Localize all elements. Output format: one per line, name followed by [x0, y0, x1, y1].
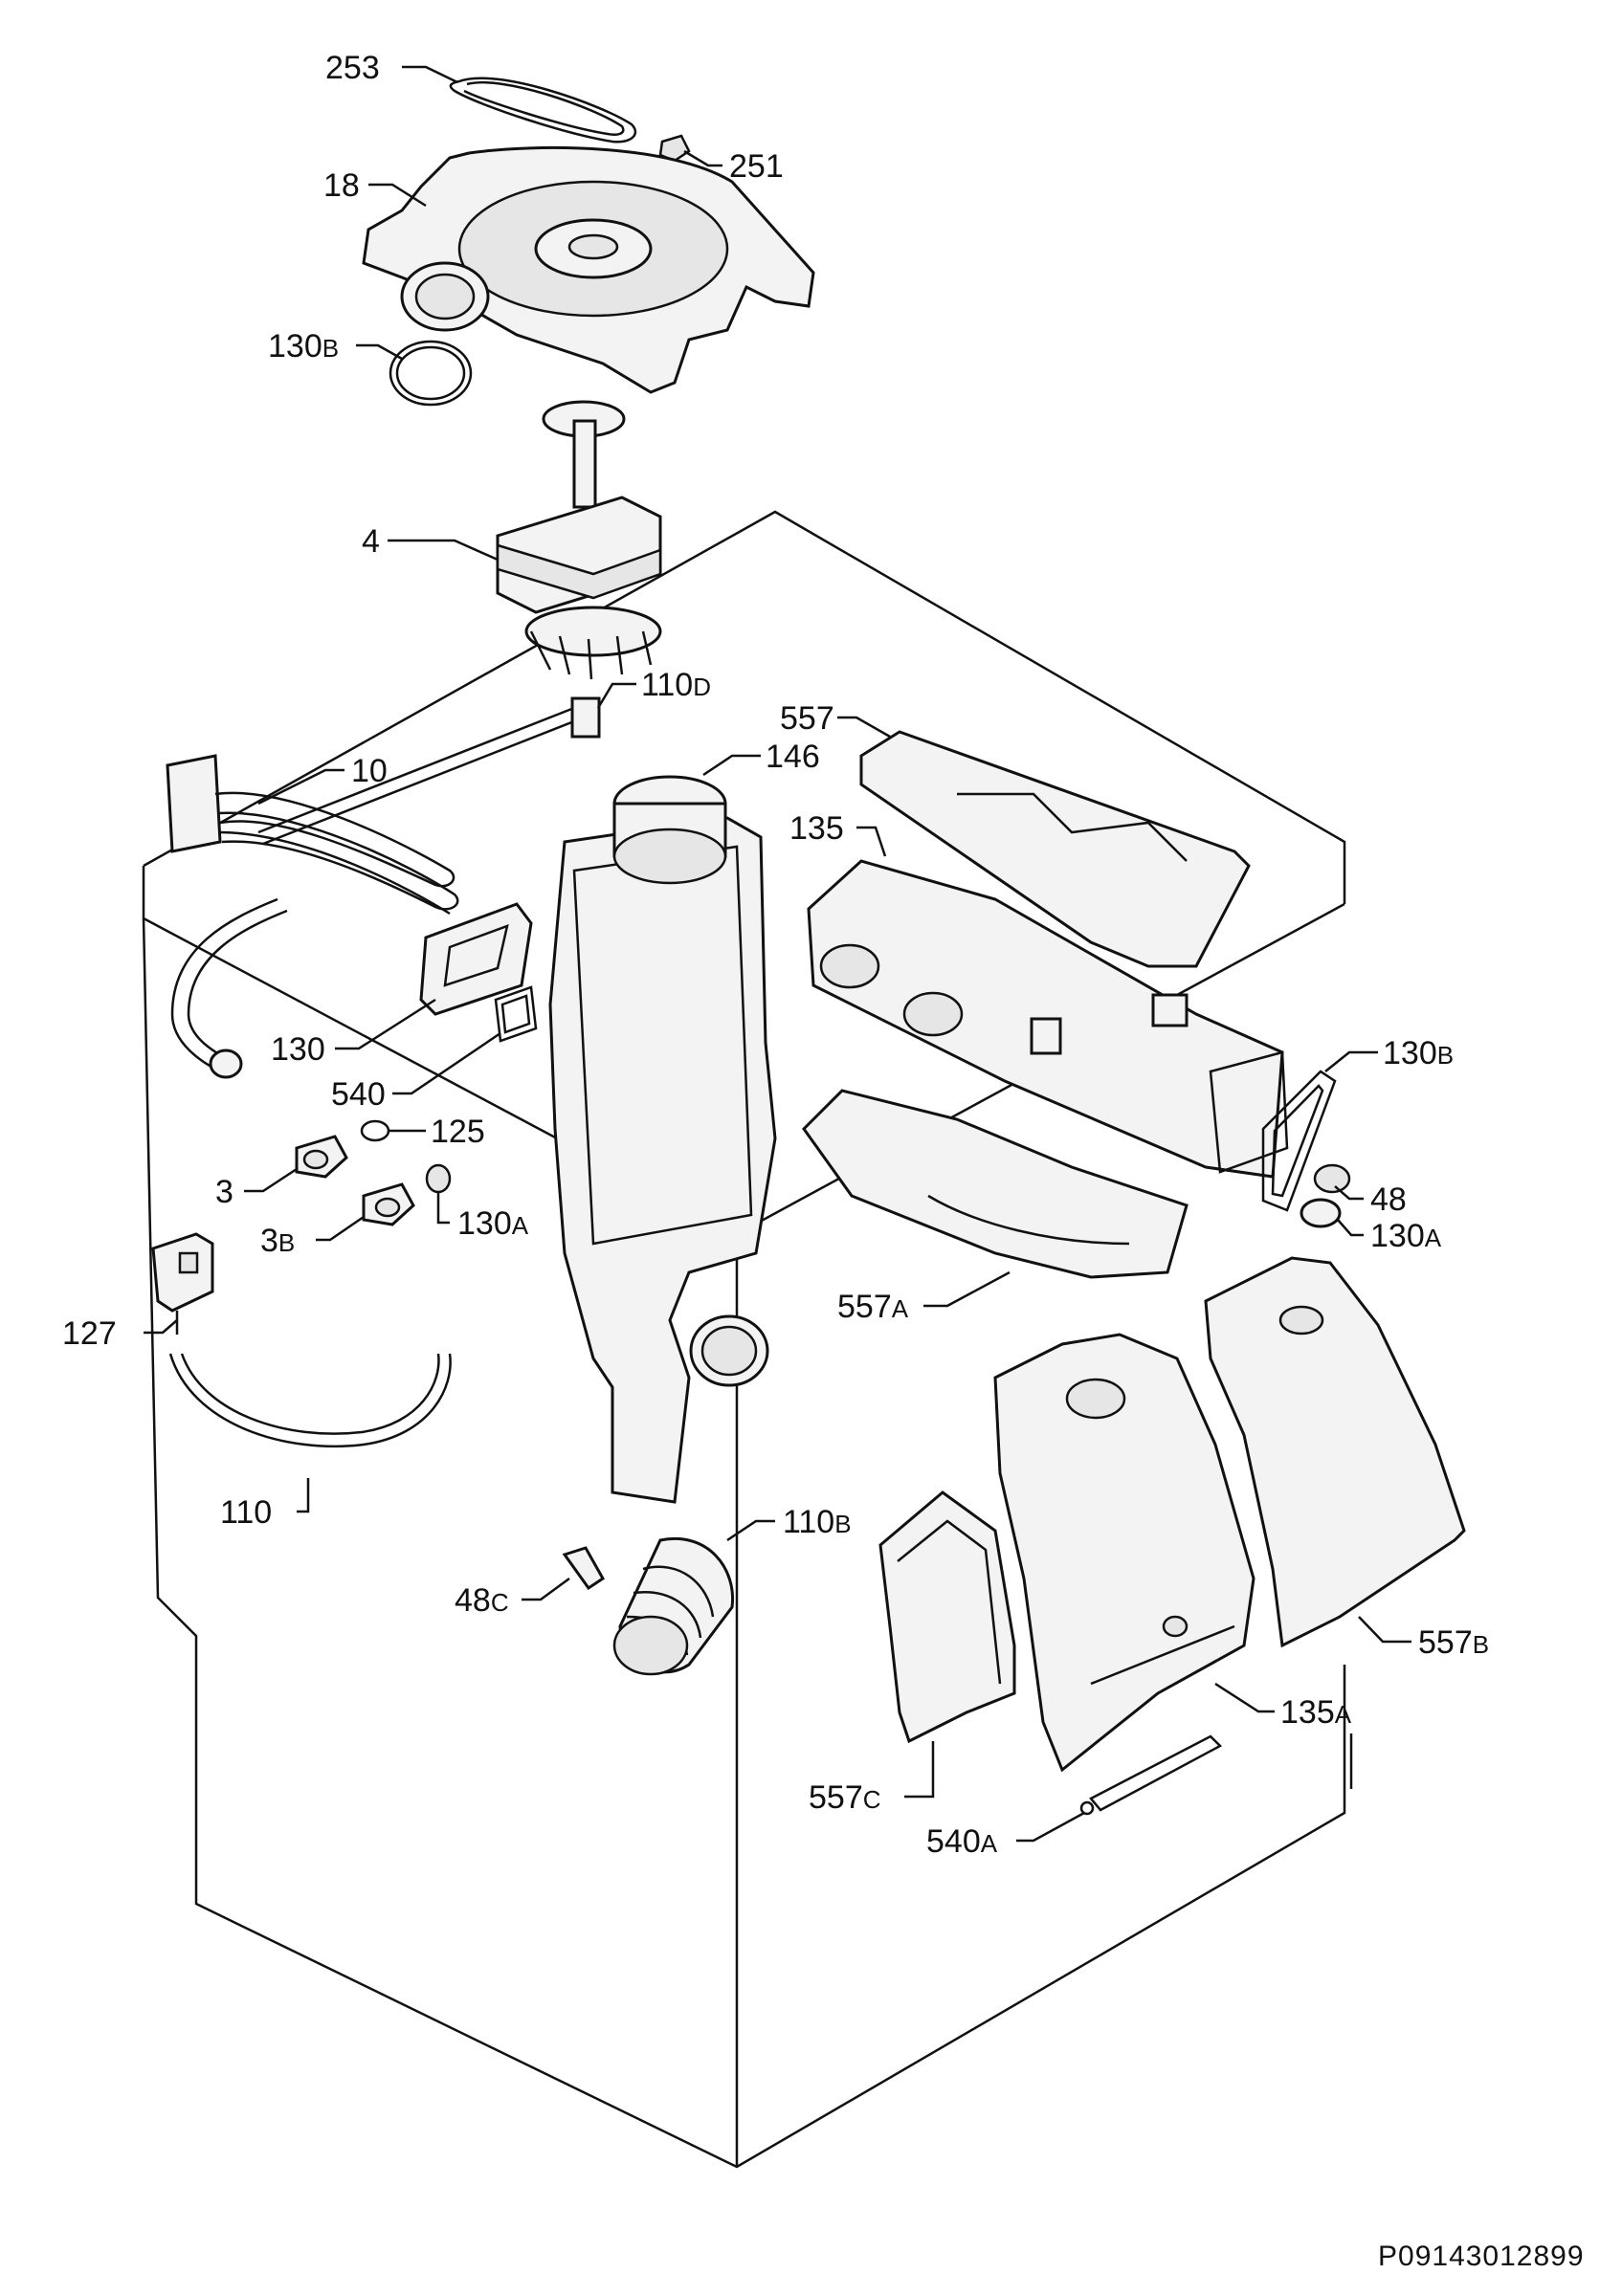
gasket-130b-right	[1261, 1070, 1337, 1212]
callout-label: 540	[331, 1076, 386, 1113]
motor-assembly	[496, 400, 662, 680]
callout-label: 135A	[1280, 1694, 1352, 1731]
callout-label: 18	[323, 167, 360, 204]
seal-130a-left	[425, 1163, 452, 1194]
callout-label: 557A	[837, 1289, 909, 1325]
drive-belt	[449, 77, 637, 144]
gasket-540	[494, 985, 538, 1043]
callout-label: 48	[1370, 1181, 1407, 1218]
callout-label: 127	[62, 1315, 117, 1352]
callout-label: 146	[766, 739, 820, 775]
plug-48	[1313, 1163, 1351, 1194]
callout-label: 48C	[455, 1582, 509, 1619]
callout-label: 557B	[1418, 1624, 1489, 1661]
callout-label: 4	[362, 523, 380, 560]
panel-557b	[1204, 1256, 1466, 1648]
callout-label: 130A	[457, 1205, 529, 1242]
callout-labels: 253 251 18 130B 4 110D 557 10 146 135 13…	[62, 50, 1489, 1860]
bellows-110b	[612, 1537, 735, 1676]
thermostat-3b	[362, 1182, 415, 1226]
callout-label: 130B	[1383, 1035, 1454, 1071]
housing-135a	[993, 1333, 1255, 1773]
valve-127	[151, 1232, 214, 1335]
callout-label: 110B	[783, 1504, 852, 1540]
callout-label: 253	[325, 50, 380, 86]
callout-label: 557C	[809, 1779, 881, 1816]
callout-label: 557	[780, 700, 834, 737]
callout-label: 130A	[1370, 1218, 1442, 1254]
screw-48c	[562, 1546, 605, 1591]
cover-557	[859, 730, 1251, 968]
hose-curved-left	[170, 897, 288, 1079]
fan-housing	[362, 145, 815, 394]
callout-label: 110D	[641, 667, 711, 703]
gasket-540a	[1079, 1734, 1223, 1816]
air-duct-146	[548, 775, 777, 1504]
thermostat-3	[295, 1135, 348, 1179]
callout-label: 10	[351, 753, 388, 789]
callout-label: 125	[431, 1114, 485, 1150]
heater-element	[166, 754, 459, 916]
callout-label: 130	[271, 1031, 325, 1068]
hose-110	[168, 1353, 452, 1448]
seal-130a-right	[1300, 1198, 1342, 1228]
gasket-130	[419, 902, 533, 1016]
callout-label: 110	[220, 1494, 272, 1531]
callout-label: 135	[789, 810, 844, 847]
connecting-pipe-110d	[257, 696, 601, 846]
callout-label: 3B	[260, 1223, 295, 1259]
callout-label: 3	[215, 1174, 233, 1210]
cover-557a	[802, 1089, 1189, 1279]
leader-lines	[144, 65, 1411, 1843]
callout-label: 251	[729, 148, 784, 185]
callout-label: 130B	[268, 328, 339, 364]
drawing-reference-code: P09143012899	[1378, 2241, 1585, 2272]
o-ring-125	[360, 1119, 390, 1142]
callout-label: 540A	[926, 1823, 998, 1860]
panel-557c	[878, 1490, 1016, 1744]
nut	[658, 134, 691, 163]
gasket-ring-top	[389, 340, 473, 407]
